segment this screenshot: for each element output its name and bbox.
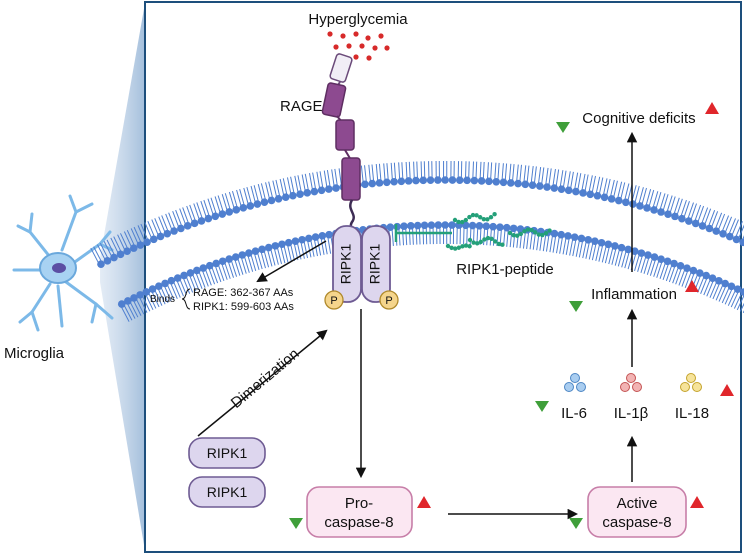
cognitive-label: Cognitive deficits <box>582 110 695 127</box>
phospho-right-label: P <box>385 295 392 307</box>
ripk1-monomer-1-label: RIPK1 <box>207 445 248 461</box>
binds-label: Binds <box>150 294 175 305</box>
il1b-label: IL-1β <box>614 405 649 422</box>
cell-frame <box>145 2 741 552</box>
procaspase8-line1: Pro- <box>345 495 373 512</box>
procaspase8-line2: caspase-8 <box>324 514 393 531</box>
ripk1-monomer-2-label: RIPK1 <box>207 484 248 500</box>
ripk1-left-label: RIPK1 <box>338 244 354 285</box>
active-caspase8-line1: Active <box>617 495 658 512</box>
ripk1-right-label: RIPK1 <box>367 244 383 285</box>
ripk1-peptide-label: RIPK1-peptide <box>456 261 554 278</box>
microglia-label: Microglia <box>4 345 65 362</box>
binds-rage-text: RAGE: 362-367 AAs <box>193 287 294 299</box>
binds-ripk1-text: RIPK1: 599-603 AAs <box>193 301 294 313</box>
hyperglycemia-label: Hyperglycemia <box>308 11 408 28</box>
inflammation-label: Inflammation <box>591 286 677 303</box>
phospho-left-label: P <box>330 295 337 307</box>
il6-label: IL-6 <box>561 405 587 422</box>
rage-label: RAGE <box>280 98 323 115</box>
active-caspase8-line2: caspase-8 <box>602 514 671 531</box>
zoom-projection <box>100 3 145 551</box>
il18-label: IL-18 <box>675 405 709 422</box>
